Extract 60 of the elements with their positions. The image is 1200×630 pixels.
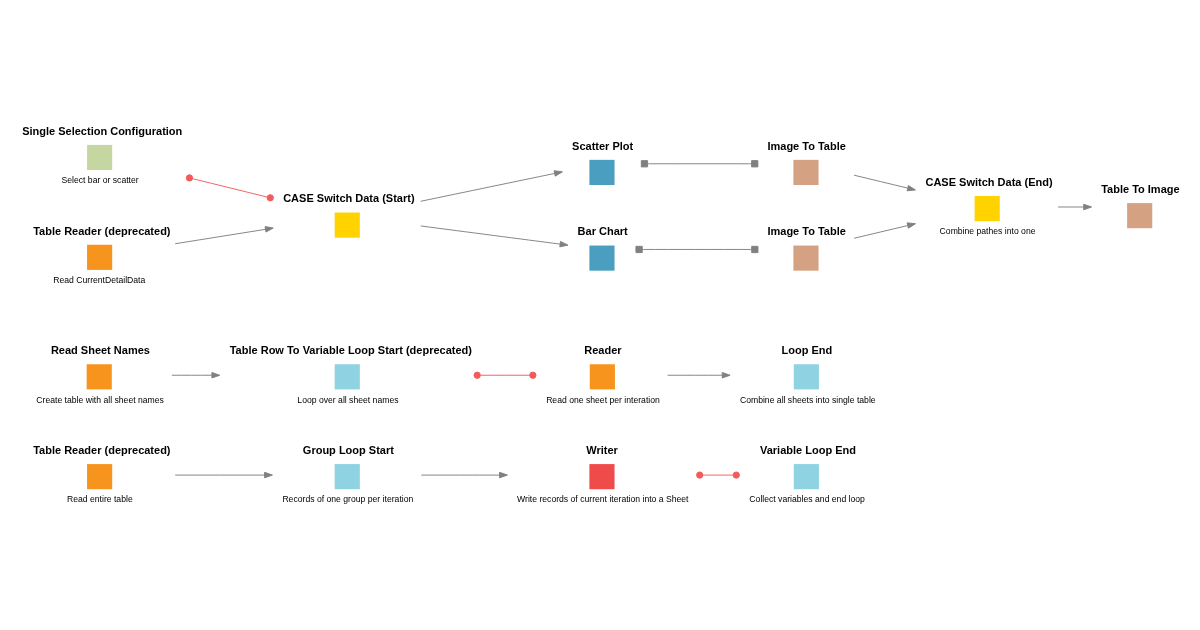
arrow xyxy=(853,174,916,191)
arrow xyxy=(667,371,731,378)
node-label: Create table with all sheet names xyxy=(36,394,164,405)
node-box xyxy=(793,463,819,489)
node-label: CASE Switch Data (Start) xyxy=(283,191,415,204)
connector xyxy=(635,245,759,253)
node-box xyxy=(334,212,360,238)
node-label: Group Loop Start xyxy=(302,443,394,456)
node-box xyxy=(334,363,360,389)
node-label: Loop End xyxy=(781,343,833,356)
node-label: Variable Loop End xyxy=(759,443,856,456)
node-label: Table To Image xyxy=(1101,182,1180,195)
node-box xyxy=(1127,202,1153,228)
arrow xyxy=(420,225,569,247)
node-label: Read CurrentDetailData xyxy=(53,274,146,285)
node-box xyxy=(974,195,1000,221)
node-label: Image To Table xyxy=(767,139,846,152)
node-label: Bar Chart xyxy=(577,224,628,237)
node-box xyxy=(87,244,113,270)
node-label: Image To Table xyxy=(767,224,846,237)
arrow xyxy=(174,471,273,478)
node-box xyxy=(793,159,819,185)
arrow xyxy=(174,225,274,244)
node-label: Write records of current iteration into a Sheet xyxy=(517,493,689,504)
node-box xyxy=(87,463,113,489)
node-label: Read one sheet per interation xyxy=(546,394,660,405)
arrow xyxy=(171,371,221,378)
node-label: Reader xyxy=(584,343,622,356)
node-label: Writer xyxy=(586,443,618,456)
node-box xyxy=(793,245,819,271)
connector xyxy=(696,470,740,479)
node-label: Single Selection Configuration xyxy=(22,124,183,137)
node-box xyxy=(589,463,615,489)
node-label: Read entire table xyxy=(67,493,133,504)
node-label: Collect variables and end loop xyxy=(749,493,865,504)
node-label: Select bar or scatter xyxy=(61,174,139,185)
node-box xyxy=(334,463,360,489)
node-box xyxy=(589,159,615,185)
node-label: Scatter Plot xyxy=(572,139,634,152)
node-label: Records of one group per iteration xyxy=(282,493,414,504)
arrow xyxy=(420,471,508,478)
connector xyxy=(185,173,274,201)
node-label: CASE Switch Data (End) xyxy=(925,175,1053,188)
connector xyxy=(640,159,759,167)
node-label: Loop over all sheet names xyxy=(297,394,399,405)
node-label: Combine all sheets into single table xyxy=(739,394,876,405)
node-label: Table Reader (deprecated) xyxy=(33,443,171,456)
arrow xyxy=(853,221,916,239)
connector xyxy=(473,371,537,379)
node-box xyxy=(589,363,615,389)
node-label: Combine pathes into one xyxy=(939,225,1036,236)
arrow xyxy=(1057,203,1093,210)
node-label: Read Sheet Names xyxy=(50,343,150,356)
node-box xyxy=(589,245,615,271)
node-box xyxy=(86,363,112,389)
arrow xyxy=(420,169,563,202)
node-box xyxy=(793,363,819,389)
node-box xyxy=(87,144,113,170)
node-label: Table Reader (deprecated) xyxy=(33,224,171,237)
node-label: Table Row To Variable Loop Start (deprecated) xyxy=(229,343,472,356)
